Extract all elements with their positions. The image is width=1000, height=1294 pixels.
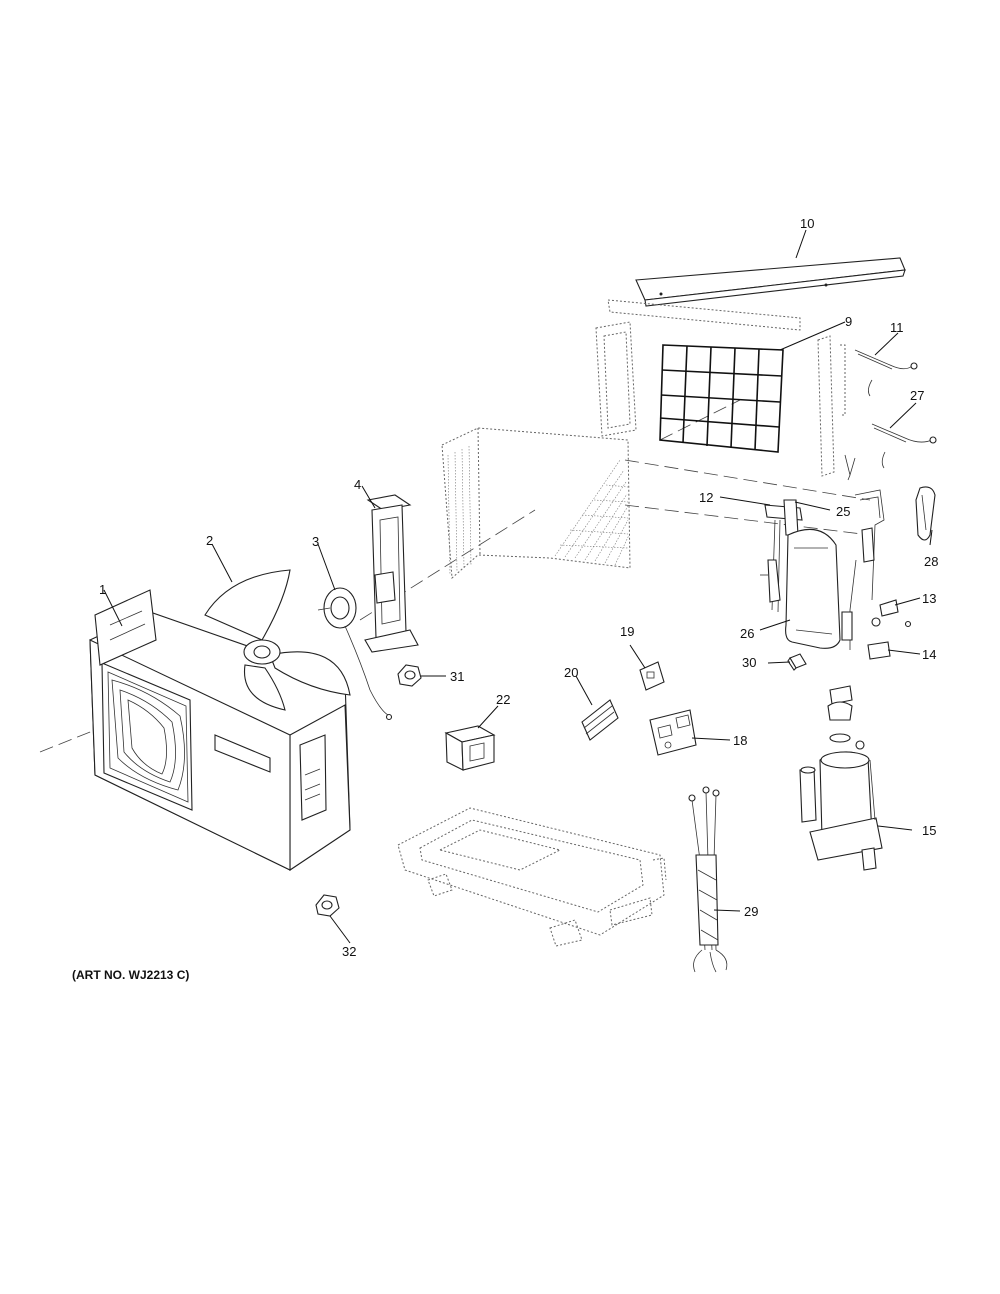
callout-29: 29 [744,904,758,919]
callout-12: 12 [699,490,713,505]
wire-grille [659,344,784,453]
callout-27: 27 [910,388,924,403]
front-cabinet [89,589,351,872]
condenser-coil-outline [441,427,631,580]
callout-9: 9 [845,314,852,329]
callout-14: 14 [922,647,936,662]
callout-4: 4 [354,477,361,492]
callout-labels: 10 9 11 27 28 12 25 26 13 14 30 15 18 19… [99,216,938,959]
motor-bracket [364,494,419,653]
leader-lines [103,229,933,944]
small-circuit-board [639,661,665,691]
callout-10: 10 [800,216,814,231]
callout-2: 2 [206,533,213,548]
callout-3: 3 [312,534,319,549]
rear-panel-outline [595,299,846,477]
callout-31: 31 [450,669,464,684]
callout-32: 32 [342,944,356,959]
wire-harness [688,786,728,973]
fan-motor [317,587,393,721]
callout-30: 30 [742,655,756,670]
callout-28: 28 [924,554,938,569]
callout-25: 25 [836,504,850,519]
callout-20: 20 [564,665,578,680]
callout-19: 19 [620,624,634,639]
temperature-sensor-11 [854,349,918,397]
refrigerant-piping-assembly [760,489,912,660]
control-box [444,725,496,771]
callout-1: 1 [99,582,106,597]
fan-nut [397,664,422,687]
main-circuit-board [649,709,697,756]
small-fitting [787,653,807,671]
callout-18: 18 [733,733,747,748]
callout-15: 15 [922,823,936,838]
callout-26: 26 [740,626,754,641]
capacitor [581,699,619,741]
callout-13: 13 [922,591,936,606]
fan-blade [204,569,351,711]
top-cover-panel [635,257,906,307]
compressor [799,685,883,871]
cap-nut [315,894,340,917]
temperature-sensor-27 [844,423,937,481]
callout-22: 22 [496,692,510,707]
base-pan-outline [397,807,667,947]
callout-11: 11 [890,320,904,335]
art-number-caption: (ART NO. WJ2213 C) [72,968,190,982]
wire-clip [915,486,936,541]
